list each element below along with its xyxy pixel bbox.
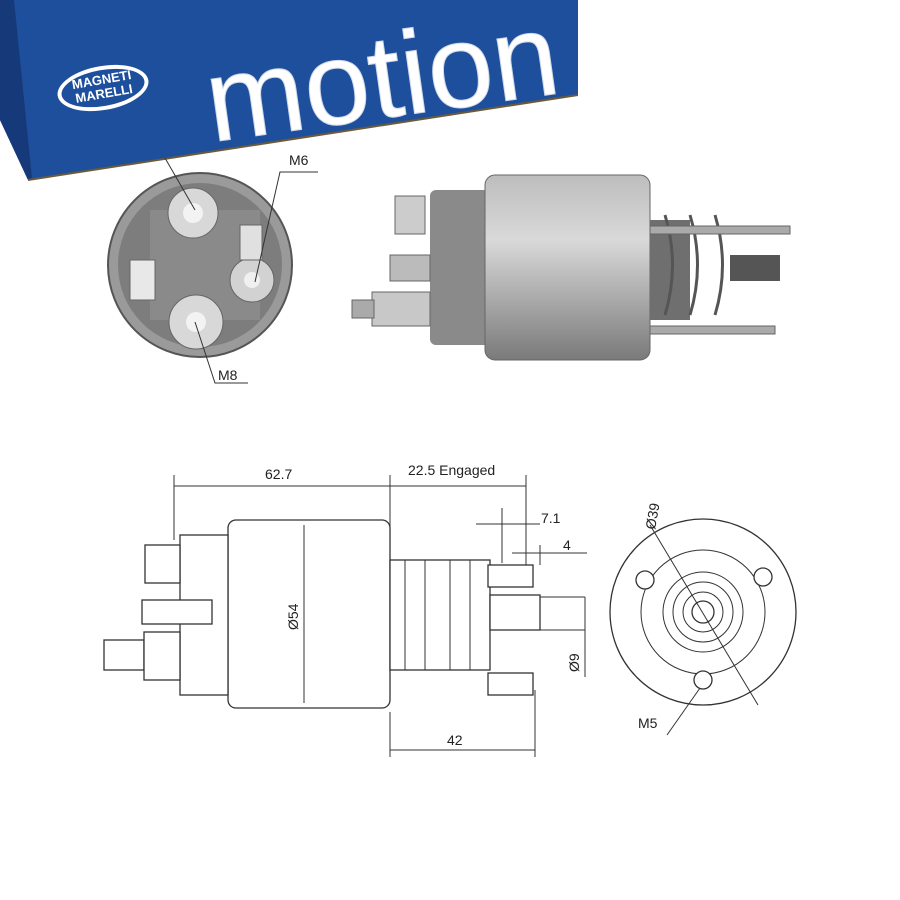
dim-offset-b: 4 bbox=[563, 537, 571, 553]
dim-bolt-circle: Ø39 bbox=[642, 501, 662, 530]
end-view-drawing: Ø39 M5 bbox=[609, 501, 797, 736]
dim-body-length: 62.7 bbox=[265, 466, 292, 482]
product-line-title: motion bbox=[197, 0, 566, 168]
dim-plunger-length: 42 bbox=[447, 732, 463, 748]
label-m6: M6 bbox=[289, 152, 309, 168]
side-view-drawing: 62.7 22.5 Engaged 7.1 4 Ø54 Ø9 42 bbox=[103, 462, 587, 757]
solenoid-side-photo bbox=[351, 174, 791, 361]
label-m8: M8 bbox=[218, 367, 238, 383]
dim-body-diameter: Ø54 bbox=[285, 603, 301, 630]
dim-plunger-diameter: Ø9 bbox=[566, 653, 582, 672]
dim-mount-thread: M5 bbox=[638, 715, 658, 731]
dim-offset-a: 7.1 bbox=[541, 510, 561, 526]
magneti-marelli-logo: MAGNETI MARELLI bbox=[57, 64, 149, 112]
brand-banner: MAGNETI MARELLI motion bbox=[0, 0, 579, 181]
dim-engaged: 22.5 Engaged bbox=[408, 462, 495, 478]
solenoid-end-photo: M6 M8 bbox=[107, 152, 318, 384]
